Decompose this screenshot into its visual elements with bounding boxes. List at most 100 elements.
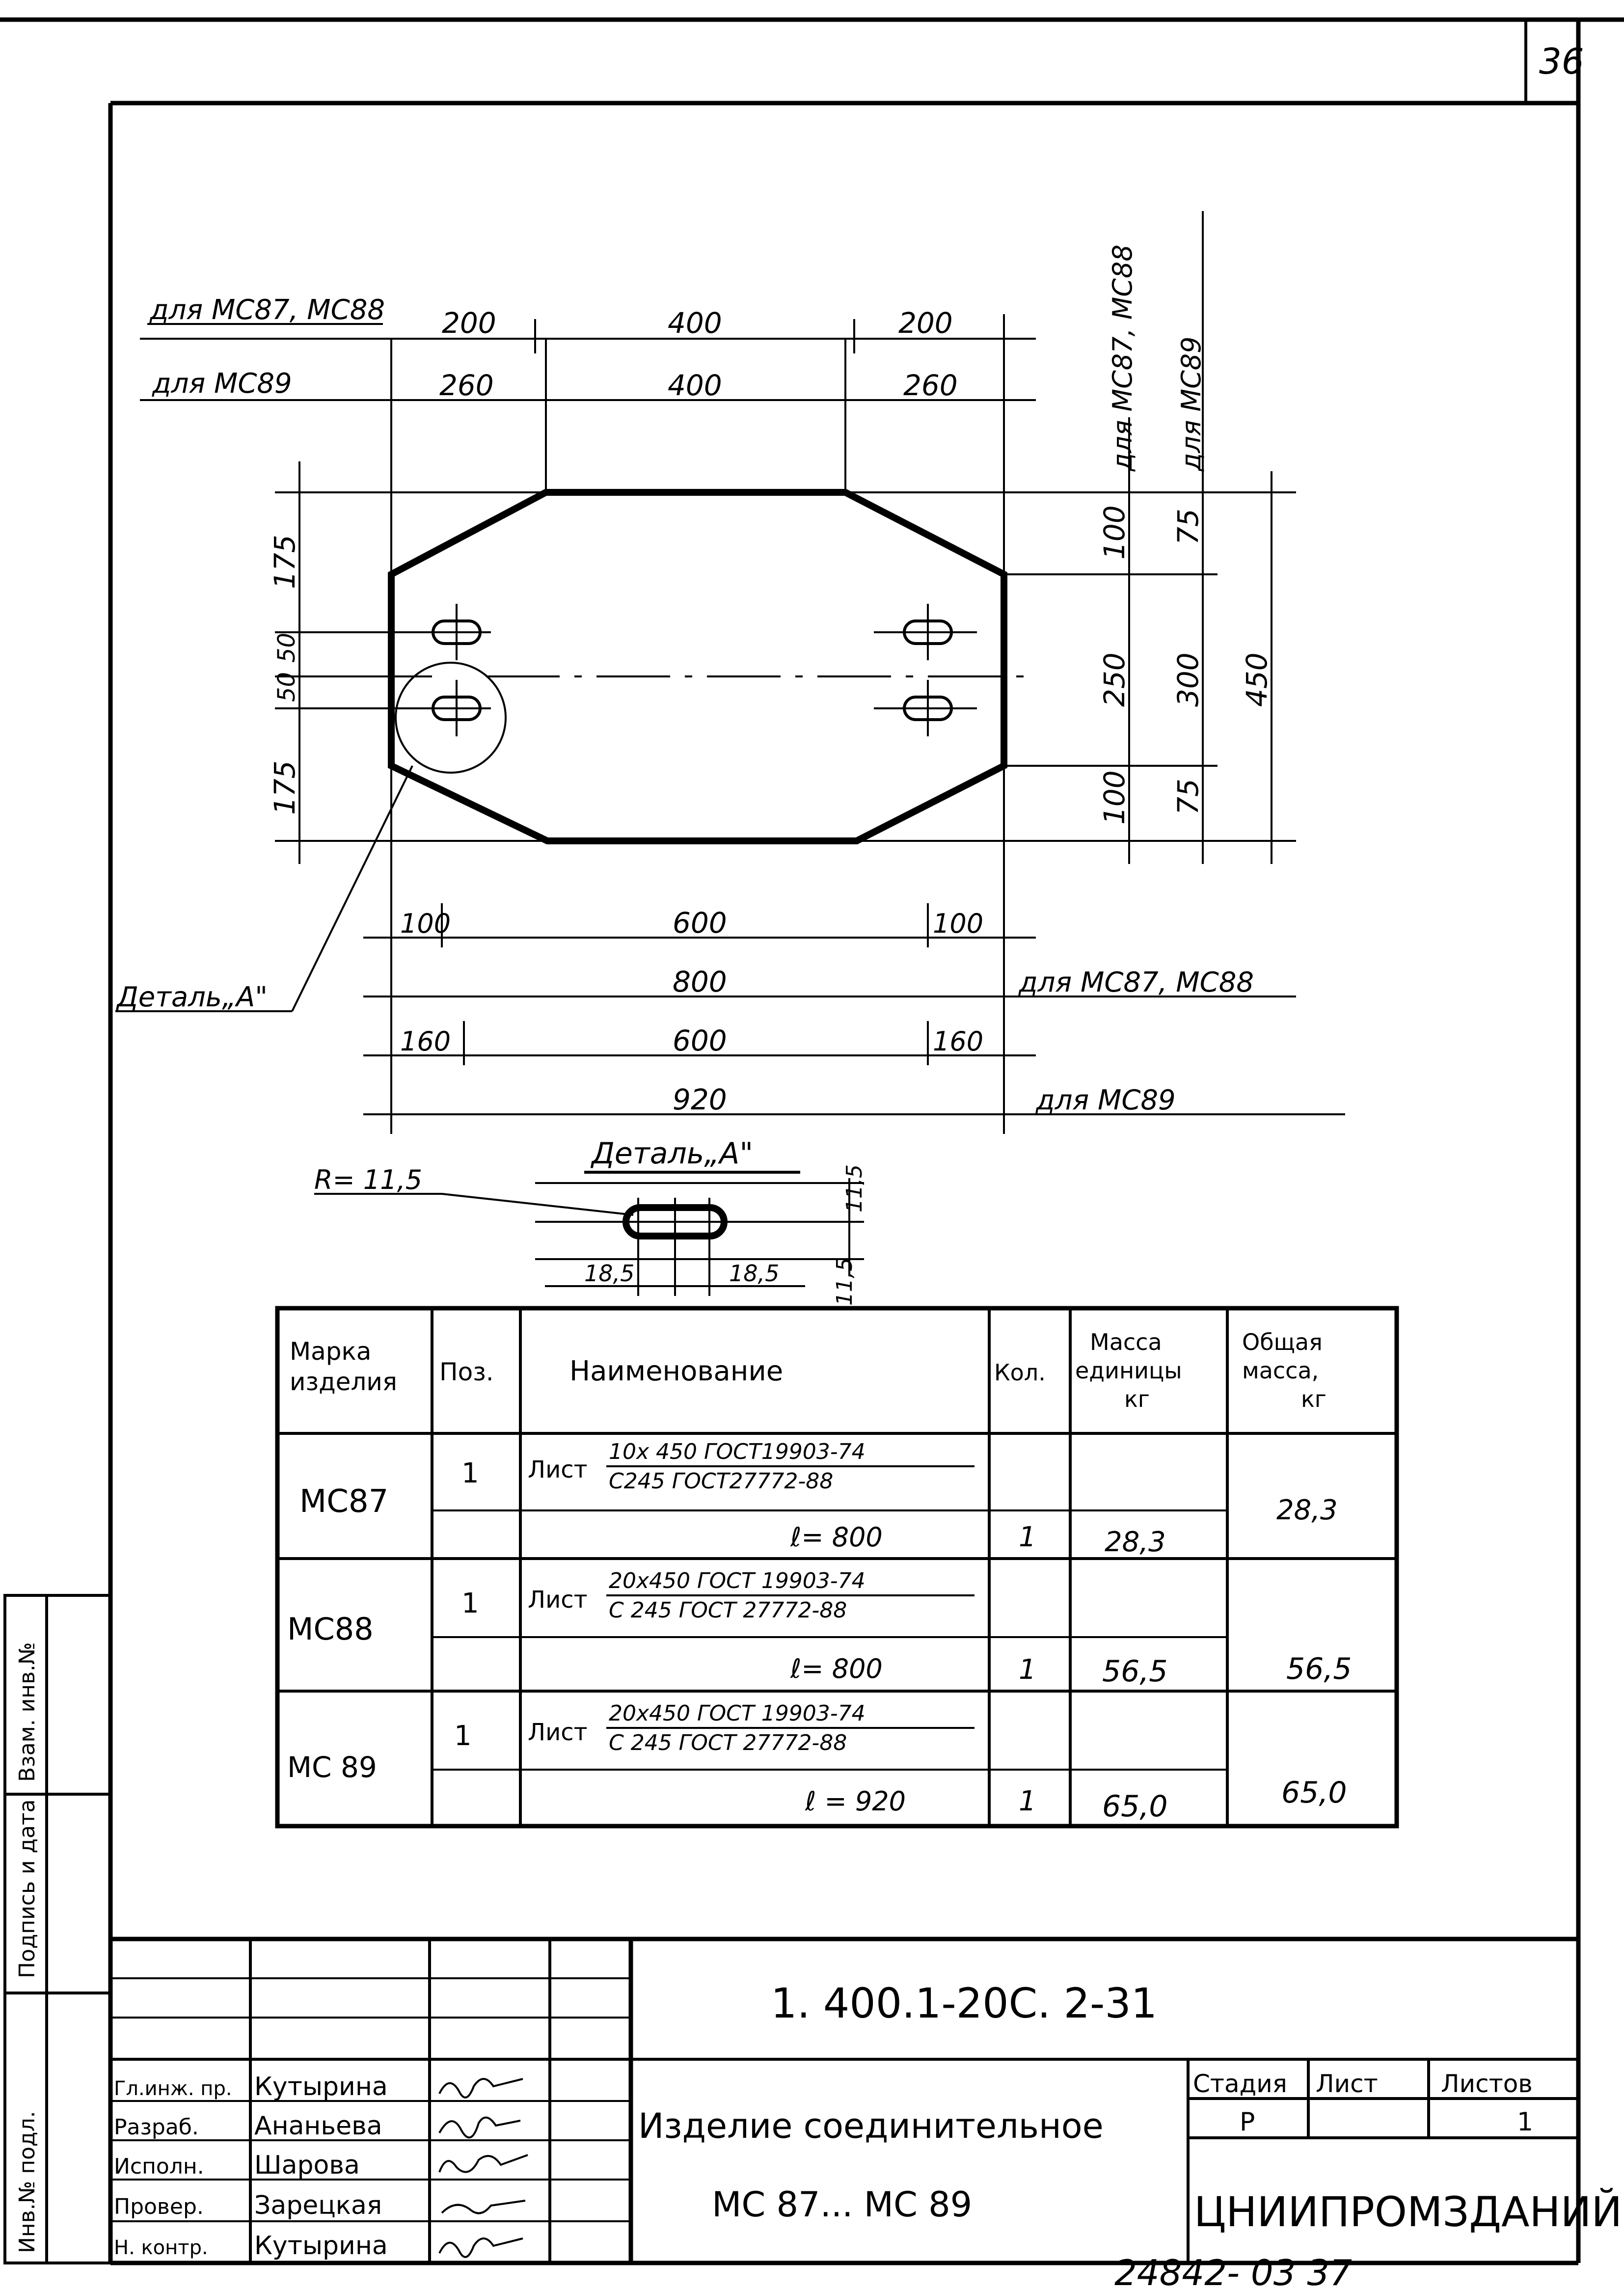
top-dim-row1-left: 200 — [442, 306, 496, 340]
role-checker: Провер. — [114, 2194, 204, 2219]
bottom-row1-mid: 600 — [673, 906, 727, 940]
detail-callout-label: Деталь„А" — [115, 981, 268, 1013]
right-col1-bottom: 100 — [1098, 770, 1131, 825]
role-developer: Разраб. — [114, 2115, 199, 2140]
left-dimensions — [275, 461, 432, 864]
right-col2-top: 75 — [1171, 509, 1205, 545]
role-executor: Исполн. — [114, 2154, 204, 2179]
col-header-qty: Кол. — [994, 1359, 1046, 1386]
left-dim-mid1: 50 — [273, 633, 300, 663]
bottom-row2-total: 800 — [673, 965, 727, 998]
right-col1-top: 100 — [1098, 505, 1131, 560]
bottom-dimensions — [363, 766, 1345, 1134]
stage-value: Р — [1240, 2107, 1255, 2137]
spec-table-grid — [275, 1306, 1399, 1829]
side-stamp-signature: Подпись и дата — [15, 1800, 40, 1978]
row3-pos: 1 — [454, 1720, 472, 1752]
side-stamp-inv-podl: Инв.№ подл. — [15, 2111, 40, 2253]
stage-header: Стадия — [1193, 2070, 1287, 2098]
top-dim-row2-left: 260 — [439, 369, 494, 402]
row1-unit-mass: 28,3 — [1105, 1526, 1166, 1558]
bottom-row1-right: 100 — [933, 908, 983, 939]
row3-length: ℓ = 920 — [805, 1786, 906, 1817]
row2-sheet: Лист — [528, 1586, 588, 1614]
row1-line1: 10х 450 ГОСТ19903-74 — [609, 1439, 866, 1464]
col-header-pos: Поз. — [439, 1358, 494, 1386]
bottom-row4-total: 920 — [673, 1083, 727, 1116]
role-norm-control: Н. контр. — [114, 2236, 208, 2259]
name-chief-engineer: Кутырина — [254, 2072, 388, 2101]
right-dimensions — [275, 211, 1296, 864]
name-executor: Шарова — [254, 2151, 360, 2180]
top-dimensions — [140, 314, 1036, 574]
row2-length: ℓ= 800 — [790, 1653, 883, 1684]
detail-callout-leader — [115, 765, 413, 1012]
row2-line2: С 245 ГОСТ 27772-88 — [609, 1598, 847, 1623]
detail-a-radius: R= 11,5 — [314, 1164, 422, 1195]
right-col1-label: для МС87, МС88 — [1107, 244, 1138, 472]
right-total: 450 — [1240, 652, 1273, 707]
top-dim-row1-label: для МС87, МС88 — [149, 294, 385, 326]
detail-a-dim-bottom: 11,5 — [832, 1258, 857, 1306]
name-checker: Зарецкая — [254, 2191, 382, 2220]
row1-total-mass: 28,3 — [1276, 1494, 1338, 1526]
role-chief-engineer: Гл.инж. пр. — [114, 2077, 232, 2100]
right-col2-label: для МС89 — [1176, 336, 1207, 472]
right-col2-mid: 300 — [1171, 652, 1205, 707]
detail-a-dim-top: 11,5 — [842, 1164, 867, 1212]
row2-unit-mass: 56,5 — [1102, 1654, 1168, 1689]
detail-a-title: Деталь„А" — [590, 1136, 753, 1171]
sheets-header: Листов — [1441, 2070, 1533, 2098]
detail-a-dim-right: 18,5 — [729, 1260, 779, 1287]
side-stamp-vzam: Взам. инв.№ — [15, 1642, 40, 1782]
right-col1-mid: 250 — [1098, 652, 1131, 707]
doc-designation: 1. 400.1-20С. 2-31 — [771, 1979, 1157, 2027]
doc-name-line1: Изделие соединительное — [638, 2106, 1104, 2146]
right-col2-bottom: 75 — [1171, 779, 1205, 815]
row2-mark: МС88 — [287, 1611, 374, 1647]
row2-pos: 1 — [461, 1588, 479, 1619]
signatures — [438, 2078, 528, 2258]
row1-pos: 1 — [461, 1457, 479, 1489]
top-dim-row1-mid: 400 — [668, 306, 722, 340]
sheet-number: 36 — [1539, 41, 1584, 82]
left-dim-mid2: 50 — [273, 672, 300, 702]
bottom-row4-label: для МС89 — [1035, 1084, 1176, 1116]
slot-holes — [395, 604, 977, 774]
top-dim-row1-right: 200 — [898, 306, 953, 340]
row2-qty: 1 — [1019, 1654, 1036, 1686]
row3-line2: С 245 ГОСТ 27772-88 — [609, 1730, 847, 1755]
row3-mark: МС 89 — [287, 1750, 377, 1784]
bottom-row2-label: для МС87, МС88 — [1018, 967, 1254, 998]
row2-line1: 20х450 ГОСТ 19903-74 — [609, 1568, 866, 1593]
left-dim-bottom: 175 — [268, 760, 301, 815]
row1-mark: МС87 — [299, 1483, 388, 1520]
detail-a-dim-left: 18,5 — [584, 1260, 634, 1287]
title-block-grid — [110, 1937, 1578, 2263]
name-developer: Ананьева — [254, 2111, 382, 2141]
top-dim-row2-label: для МС89 — [152, 368, 292, 400]
bottom-row1-left: 100 — [400, 908, 451, 939]
bottom-row3-right: 160 — [933, 1026, 983, 1057]
side-stamp-grid — [3, 1594, 112, 2264]
row1-line2: С245 ГОСТ27772-88 — [609, 1469, 833, 1494]
sheets-value: 1 — [1517, 2107, 1533, 2137]
row3-sheet: Лист — [528, 1719, 588, 1746]
top-dim-row2-mid: 400 — [668, 369, 722, 402]
organization: ЦНИИПРОМЗДАНИЙ — [1194, 2188, 1622, 2236]
doc-name-line2: МС 87... МС 89 — [712, 2184, 972, 2225]
row1-qty: 1 — [1019, 1521, 1036, 1553]
bottom-row3-mid: 600 — [673, 1024, 727, 1057]
plate-outline — [388, 489, 1036, 844]
row1-sheet: Лист — [528, 1456, 588, 1483]
sheet-header: Лист — [1316, 2070, 1378, 2098]
col-header-name: Наименование — [569, 1355, 783, 1387]
footer-code: 24842- 03 37 — [1114, 2252, 1352, 2289]
name-norm-control: Кутырина — [254, 2231, 388, 2261]
row3-qty: 1 — [1019, 1785, 1036, 1817]
detail-a-drawing — [314, 1171, 864, 1296]
